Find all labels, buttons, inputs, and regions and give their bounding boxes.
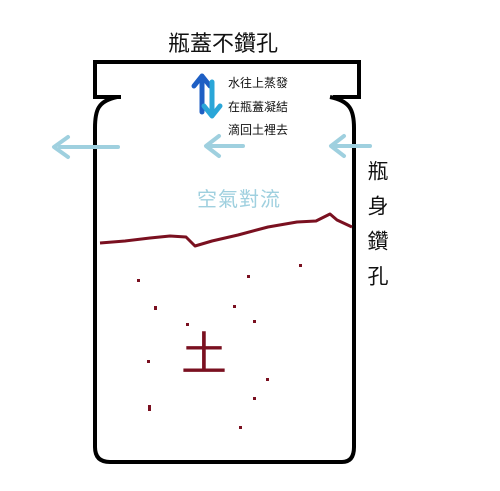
lid-caption: 瓶蓋不鑽孔 — [168, 32, 279, 57]
side-caption: 瓶身鑽孔 — [365, 160, 389, 300]
jar-lid — [93, 60, 361, 99]
left-arrow-icon — [204, 134, 245, 158]
soil-dot — [154, 306, 157, 310]
soil-dot — [148, 405, 151, 411]
soil-surface-line — [99, 212, 353, 248]
soil-dot — [299, 264, 302, 267]
soil-dot — [266, 378, 269, 381]
soil-dot — [247, 275, 250, 278]
soil-dot — [186, 323, 189, 326]
condensation-note: 在瓶蓋凝結 — [228, 100, 289, 114]
down-arrow-icon — [201, 79, 223, 119]
air-flow-arrows — [52, 134, 372, 159]
soil-dot — [253, 397, 256, 400]
soil-particles — [137, 264, 302, 429]
convection-label: 空氣對流 — [197, 187, 281, 211]
soil-dot — [147, 360, 150, 363]
drip-note: 滴回土裡去 — [228, 123, 289, 137]
soil-dot — [233, 305, 236, 308]
soil-dot — [239, 426, 242, 429]
evaporation-note: 水往上蒸發 — [228, 76, 289, 90]
soil-dot — [137, 279, 140, 282]
left-arrow-icon — [329, 134, 372, 158]
soil-label: 土 — [181, 327, 227, 381]
left-arrow-icon — [52, 135, 120, 159]
jar-body — [93, 95, 356, 464]
soil-dot — [253, 320, 256, 323]
